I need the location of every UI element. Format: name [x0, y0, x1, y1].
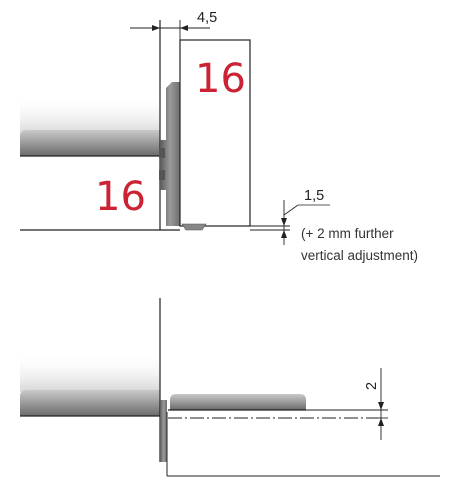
dim-height-label: 2: [364, 382, 380, 390]
door-panel-bottom: [170, 394, 306, 410]
dim-vertical-label: 1,5: [304, 188, 324, 204]
side-panel-bottom: [20, 390, 160, 416]
mounting-plate-bottom: [160, 400, 167, 462]
arrow-down-icon: [281, 218, 287, 226]
bottom-diagram: 2: [20, 298, 440, 477]
hinge-foot: [181, 223, 207, 231]
arrow-right-icon: [180, 25, 188, 31]
top-diagram: 4,5 16 16 1,5 (+ 2 mm further vertical a…: [20, 10, 418, 263]
thickness-side-label: 16: [95, 174, 146, 220]
arrow-up-icon: [281, 230, 287, 238]
door-panel: [179, 39, 251, 227]
side-panel-top: [20, 130, 160, 156]
shadow-bottom-left: [20, 352, 160, 392]
thickness-top-label: 16: [195, 56, 246, 102]
arrow-up-icon-2: [378, 418, 384, 426]
mounting-plate: [160, 82, 180, 226]
plate-screw-1: [159, 148, 165, 158]
dim-gap-label: 4,5: [197, 10, 217, 26]
note-line-1: (+ 2 mm further: [301, 226, 394, 241]
dim-1-5-leader: [283, 204, 299, 216]
note-line-2: vertical adjustment): [301, 248, 418, 263]
arrow-left-icon: [152, 25, 160, 31]
plate-screw-2: [159, 170, 165, 180]
arrow-down-icon-2: [378, 402, 384, 410]
shadow-top-left: [20, 95, 160, 135]
